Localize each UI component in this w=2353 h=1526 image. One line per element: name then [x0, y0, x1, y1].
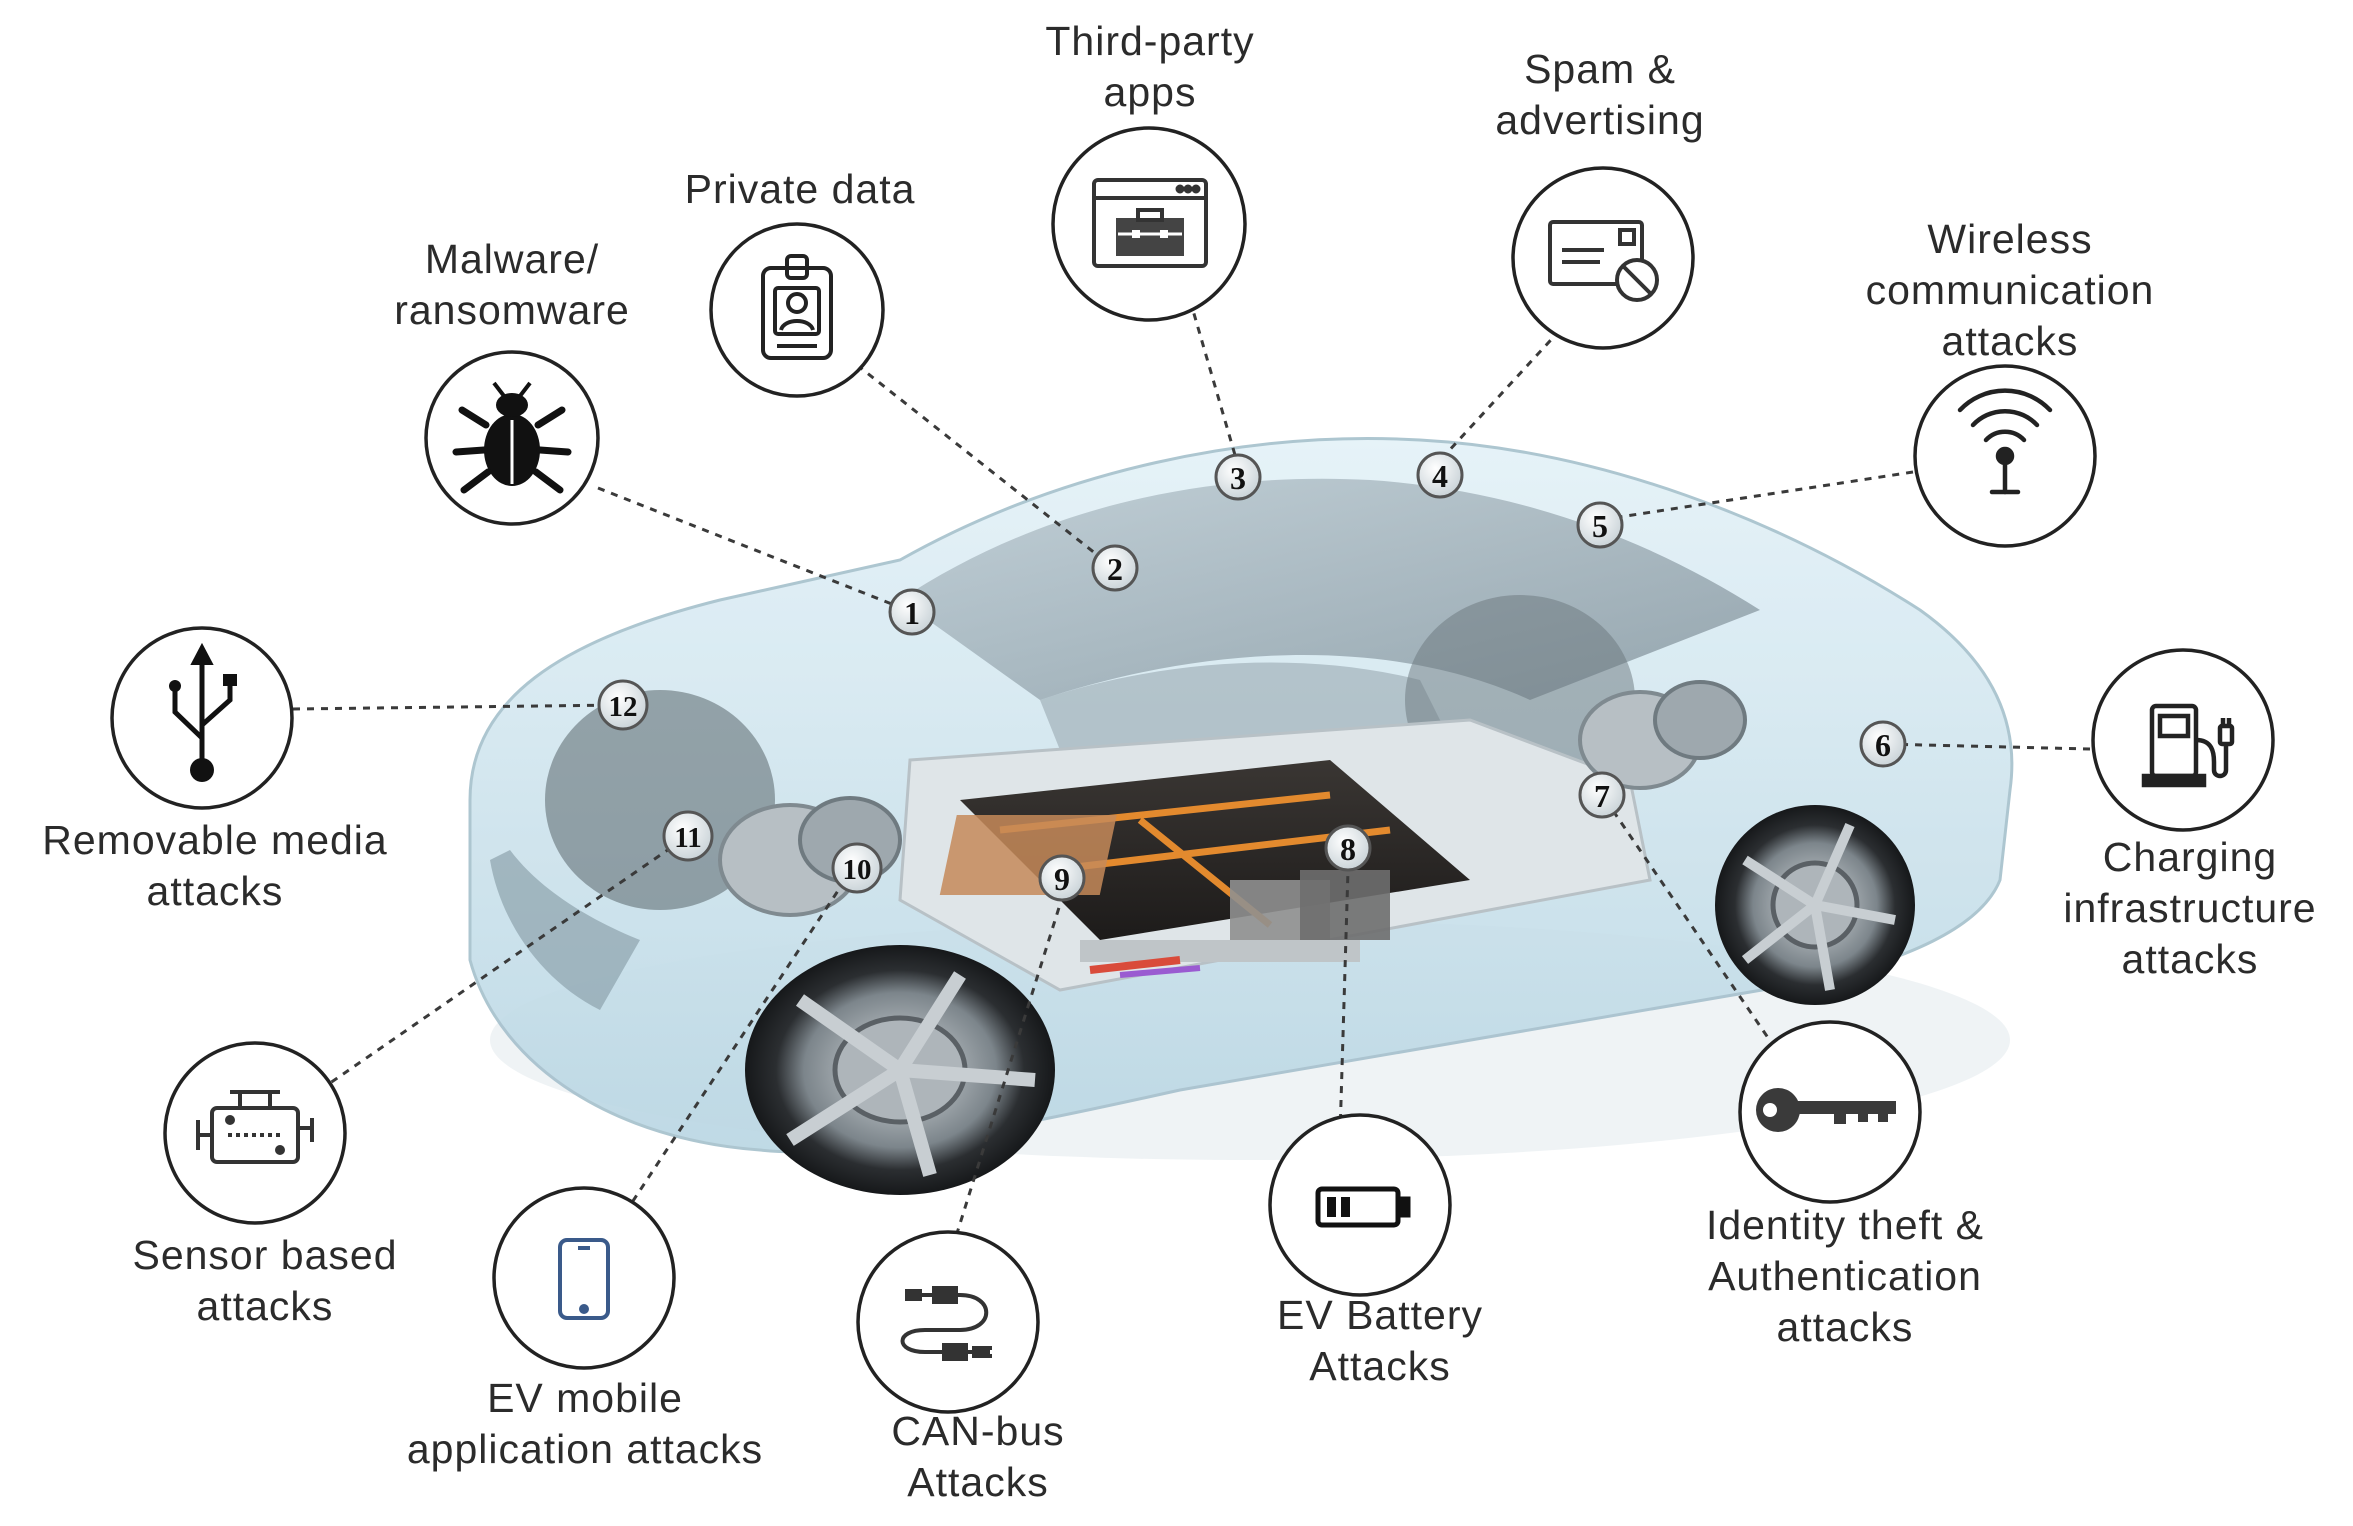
label-third-party-apps-line-1: Third-party: [1045, 18, 1255, 64]
number-markers: 1 2 3 4 5 6 7 8 9 10 11 12: [597, 451, 1907, 902]
label-battery: EV Battery Attacks: [1230, 1290, 1530, 1392]
label-malware-line-2: ransomware: [394, 287, 630, 333]
marker-6: 6: [1859, 720, 1907, 768]
marker-label-12: 12: [609, 691, 638, 723]
label-identity-line-2: Authentication: [1708, 1253, 1982, 1299]
cable-connector-icon: [900, 1286, 992, 1361]
leader-line-7: [1601, 795, 1777, 1049]
icon-circle-can-bus: [856, 1230, 1040, 1414]
engine-sensor-icon: [196, 1090, 314, 1164]
label-removable-media-line-2: attacks: [146, 868, 284, 914]
label-sensor-line-2: attacks: [196, 1283, 334, 1329]
marker-label-1: 1: [904, 595, 920, 631]
label-wireless-line-1: Wireless: [1927, 216, 2093, 262]
marker-5: 5: [1576, 501, 1624, 549]
marker-3: 3: [1214, 453, 1262, 501]
label-spam-line-2: advertising: [1495, 97, 1705, 143]
bug-icon: [452, 381, 572, 494]
leader-line-1: [597, 486, 913, 614]
label-identity-line-1: Identity theft &: [1705, 1202, 1985, 1248]
marker-9: 9: [1038, 854, 1086, 902]
icon-circle-spam: [1511, 166, 1695, 350]
usb-icon: [169, 642, 237, 782]
marker-label-4: 4: [1432, 458, 1448, 494]
marker-label-3: 3: [1230, 460, 1246, 496]
label-spam: Spam & advertising: [1455, 44, 1745, 146]
marker-2: 2: [1091, 544, 1139, 592]
marker-label-2: 2: [1107, 551, 1123, 587]
battery-icon: [1315, 1186, 1411, 1228]
marker-8: 8: [1324, 824, 1372, 872]
label-third-party-apps: Third-party apps: [1000, 16, 1300, 118]
marker-label-8: 8: [1340, 831, 1356, 867]
label-malware: Malware/ ransomware: [362, 234, 662, 336]
marker-label-6: 6: [1875, 727, 1891, 763]
label-mobile-app: EV mobile application attacks: [360, 1373, 810, 1475]
label-wireless-line-2: communication: [1865, 267, 2155, 313]
label-can-bus: CAN-bus Attacks: [838, 1406, 1118, 1508]
leader-lines: [292, 299, 2091, 1263]
marker-label-9: 9: [1054, 861, 1070, 897]
label-can-bus-line-1: CAN-bus: [891, 1408, 1065, 1454]
label-charging-line-2: infrastructure: [2063, 885, 2317, 931]
label-charging-line-1: Charging: [2102, 834, 2278, 880]
leader-line-6: [1882, 742, 2091, 751]
front-wheel: [745, 945, 1055, 1195]
icon-circle-charging: [2091, 648, 2275, 832]
leader-line-5: [1599, 470, 1914, 522]
label-identity: Identity theft & Authentication attacks: [1665, 1200, 2025, 1353]
app-window-toolbox-icon: [1092, 178, 1208, 268]
marker-label-5: 5: [1592, 508, 1608, 544]
label-third-party-apps-line-2: apps: [1103, 69, 1197, 115]
icon-circle-battery: [1268, 1113, 1452, 1297]
label-wireless-line-3: attacks: [1941, 318, 2079, 364]
icon-circle-mobile-app: [492, 1186, 676, 1370]
leader-line-11: [319, 836, 686, 1092]
marker-10: 10: [831, 842, 883, 894]
label-charging-line-3: attacks: [2121, 936, 2259, 982]
leader-line-3: [1188, 299, 1237, 456]
electric-car-illustration: [468, 437, 2014, 1195]
marker-label-7: 7: [1594, 778, 1610, 814]
label-removable-media: Removable media attacks: [10, 815, 420, 917]
label-mobile-app-line-1: EV mobile: [487, 1375, 683, 1421]
marker-label-11: 11: [674, 822, 701, 854]
label-sensor-line-1: Sensor based: [132, 1232, 398, 1278]
id-badge-icon: [761, 254, 833, 360]
label-battery-line-1: EV Battery: [1277, 1292, 1483, 1338]
marker-11: 11: [662, 810, 714, 862]
marker-1: 1: [888, 588, 936, 636]
rear-wheel: [1715, 805, 1915, 1005]
rear-motor: [1578, 680, 1747, 790]
leader-line-12: [292, 703, 621, 711]
leader-line-4: [1443, 328, 1562, 457]
marker-4: 4: [1416, 451, 1464, 499]
label-battery-line-2: Attacks: [1309, 1343, 1451, 1389]
label-private-data-line-1: Private data: [684, 166, 916, 212]
marker-12: 12: [597, 679, 649, 731]
leader-line-2: [856, 363, 1111, 567]
label-can-bus-line-2: Attacks: [907, 1459, 1049, 1505]
label-private-data: Private data: [645, 164, 955, 215]
label-spam-line-1: Spam &: [1524, 46, 1676, 92]
label-mobile-app-line-2: application attacks: [406, 1426, 764, 1472]
antenna-signal-icon: [1957, 388, 2053, 495]
label-removable-media-line-1: Removable media: [42, 817, 388, 863]
label-sensor: Sensor based attacks: [95, 1230, 435, 1332]
smartphone-icon: [558, 1238, 610, 1320]
label-identity-line-3: attacks: [1776, 1304, 1914, 1350]
charging-station-icon: [2141, 703, 2235, 788]
key-icon: [1756, 1088, 1896, 1132]
marker-7: 7: [1578, 771, 1626, 819]
marker-label-10: 10: [843, 854, 872, 886]
leader-line-8: [1338, 869, 1350, 1136]
car-grille: [490, 850, 640, 1010]
label-wireless: Wireless communication attacks: [1830, 214, 2190, 367]
label-charging: Charging infrastructure attacks: [2030, 832, 2350, 985]
blocked-mail-icon: [1548, 220, 1659, 302]
label-malware-line-1: Malware/: [424, 236, 600, 282]
